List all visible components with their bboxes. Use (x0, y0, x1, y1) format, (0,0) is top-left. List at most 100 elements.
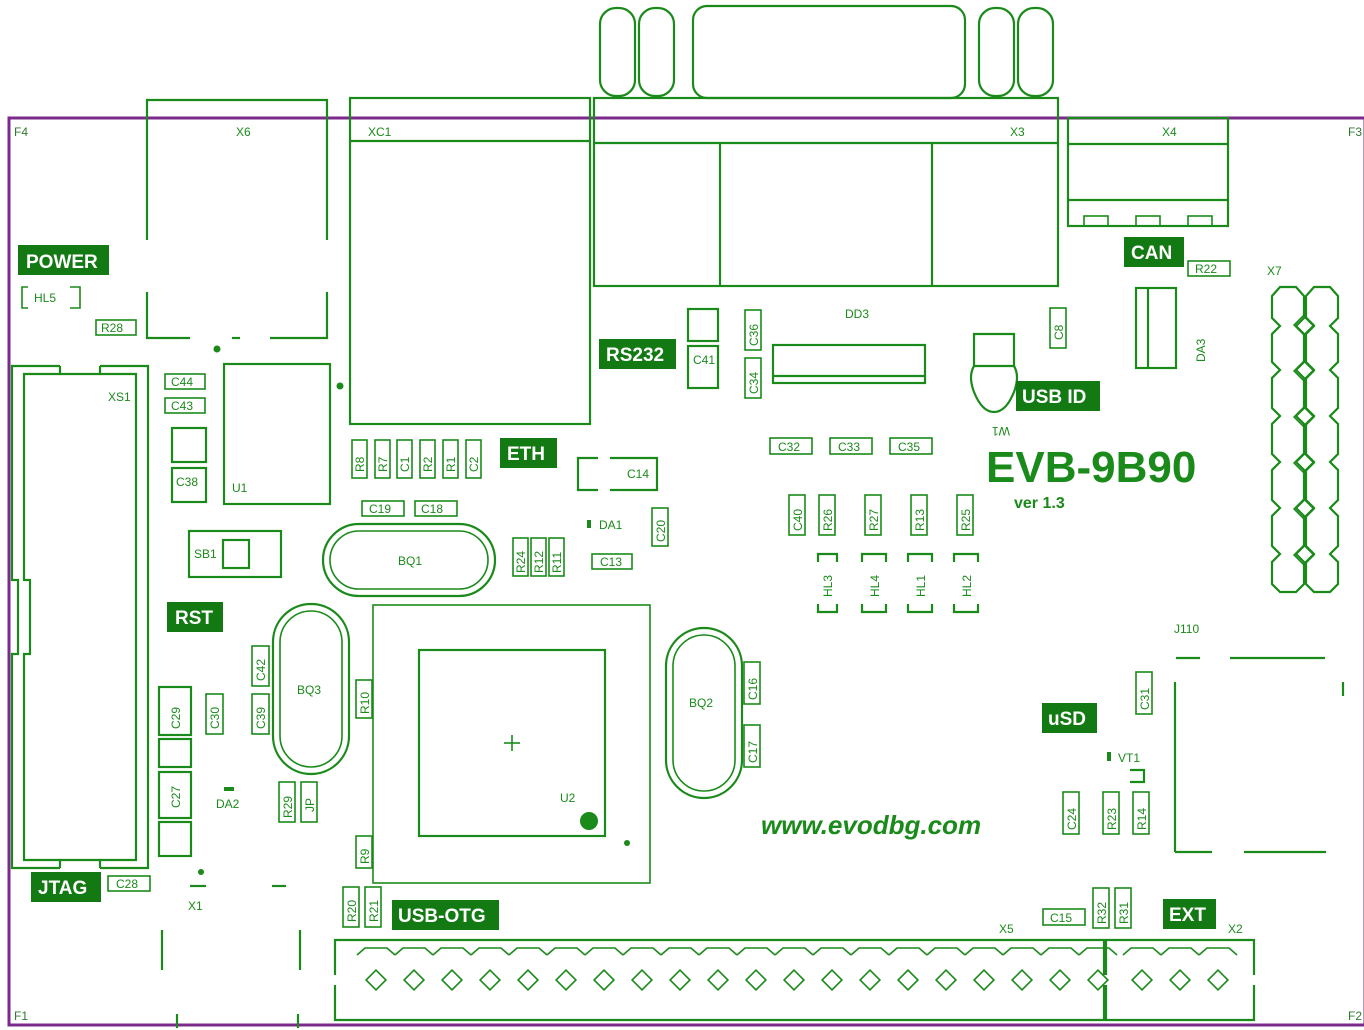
capacitor-c38: C38 (170, 426, 208, 504)
badge-rs232: RS232 (606, 345, 664, 366)
svg-text:C28: C28 (116, 877, 138, 891)
svg-text:R28: R28 (101, 321, 123, 335)
resistor-r8: R8 (351, 439, 368, 479)
resistor-r20: R20 (342, 886, 360, 928)
capacitor-c32: C32 (769, 437, 813, 455)
capacitor-c2: C2 (465, 439, 482, 479)
led-hl4: HL4 (860, 552, 888, 614)
resistor-r12: R12 (530, 537, 547, 577)
x5-pin-outline (964, 947, 1004, 956)
x5-pin-outline (774, 947, 814, 956)
x5-pin (1086, 968, 1110, 992)
capacitor-c13: C13 (591, 553, 633, 570)
capacitor-c31: C31 (1135, 671, 1153, 715)
resistor-r24: R24 (512, 537, 529, 577)
x5-pin (364, 968, 388, 992)
capacitor-c29: C29 (157, 685, 193, 769)
board-title: EVB-9B90 (986, 443, 1196, 492)
svg-text:R9: R9 (358, 848, 372, 864)
x5-pin (1010, 968, 1034, 992)
x2-pin (1206, 968, 1230, 992)
svg-text:R1: R1 (444, 456, 458, 472)
crystal-bq2: BQ2 (664, 626, 744, 800)
capacitor-c18: C18 (414, 500, 458, 517)
resistor-r31: R31 (1114, 887, 1132, 929)
svg-text:HL2: HL2 (960, 575, 974, 597)
resistor-r32: R32 (1092, 887, 1110, 929)
x5-label: X5 (999, 922, 1014, 936)
capacitor-c8: C8 (1049, 307, 1067, 349)
chip-u1: U1 (222, 362, 332, 506)
svg-text:C27: C27 (169, 786, 183, 808)
svg-text:R7: R7 (376, 456, 390, 472)
svg-text:C41: C41 (693, 353, 715, 367)
x5-pin-outline (584, 947, 624, 956)
resistor-r13: R13 (910, 494, 928, 536)
svg-text:C38: C38 (176, 475, 198, 489)
x5-pin (402, 968, 426, 992)
svg-text:R22: R22 (1195, 262, 1217, 276)
svg-text:BQ3: BQ3 (297, 683, 321, 697)
svg-text:R11: R11 (550, 552, 564, 573)
svg-text:C32: C32 (778, 440, 800, 454)
x1-label: X1 (188, 899, 203, 913)
svg-text:C30: C30 (208, 707, 222, 729)
x5-pin-outline (1002, 947, 1042, 956)
hl5-label: HL5 (34, 291, 56, 305)
capacitor-c27: C27 (157, 770, 193, 858)
svg-text:C14: C14 (627, 467, 649, 481)
svg-text:C24: C24 (1065, 808, 1079, 830)
resistor-r9: R9 (355, 835, 373, 869)
x2-label: X2 (1228, 922, 1243, 936)
x5-pin (668, 968, 692, 992)
svg-text:R20: R20 (345, 900, 359, 922)
svg-text:R31: R31 (1117, 902, 1131, 924)
svg-text:R2: R2 (421, 456, 435, 472)
x5-pin-outline (622, 947, 662, 956)
x5-pin-outline (850, 947, 890, 956)
svg-text:C17: C17 (746, 741, 760, 763)
svg-text:U1: U1 (232, 481, 248, 495)
svg-text:C31: C31 (1138, 688, 1152, 710)
badge-jtag: JTAG (38, 878, 87, 899)
svg-text:R21: R21 (367, 900, 381, 922)
svg-text:C36: C36 (747, 324, 761, 346)
svg-text:C19: C19 (369, 502, 391, 516)
resistor-r23: R23 (1102, 791, 1120, 835)
x5-pin (516, 968, 540, 992)
reset-button-sb1: SB1 (187, 529, 283, 579)
x5-pin (858, 968, 882, 992)
svg-text:VT1: VT1 (1118, 751, 1140, 765)
capacitor-c28: C28 (107, 875, 151, 892)
capacitor-c20: C20 (651, 507, 669, 547)
capacitor-c44: C44 (164, 373, 206, 390)
svg-text:C42: C42 (254, 659, 268, 681)
x5-pin-outline (698, 947, 738, 956)
svg-text:HL1: HL1 (914, 575, 928, 597)
resistor-r2: R2 (419, 439, 436, 479)
connector-j110-microsd (1173, 656, 1345, 854)
x4-label: X4 (1162, 125, 1177, 139)
xs1-label: XS1 (108, 390, 131, 404)
resistor-r21: R21 (364, 886, 382, 928)
x5-pin (820, 968, 844, 992)
svg-text:C33: C33 (838, 440, 860, 454)
svg-text:C13: C13 (600, 555, 622, 569)
x3-label: X3 (1010, 125, 1025, 139)
chip-da3: DA3 (1134, 286, 1208, 370)
jumper-jp: JP (300, 781, 318, 823)
badge-rst: RST (175, 608, 213, 629)
x5-pin-outline (394, 947, 434, 956)
board-outline (7, 116, 1364, 1027)
capacitor-c24: C24 (1062, 791, 1080, 835)
svg-text:C29: C29 (169, 707, 183, 729)
corner-label-top-right: F3 (1348, 125, 1362, 139)
svg-text:JP: JP (303, 798, 317, 812)
svg-text:C35: C35 (898, 440, 920, 454)
svg-text:BQ2: BQ2 (689, 696, 713, 710)
x5-pin-outline (660, 947, 700, 956)
x5-pin-outline (1040, 947, 1080, 956)
x5-pin-outline (470, 947, 510, 956)
svg-text:C43: C43 (171, 399, 193, 413)
